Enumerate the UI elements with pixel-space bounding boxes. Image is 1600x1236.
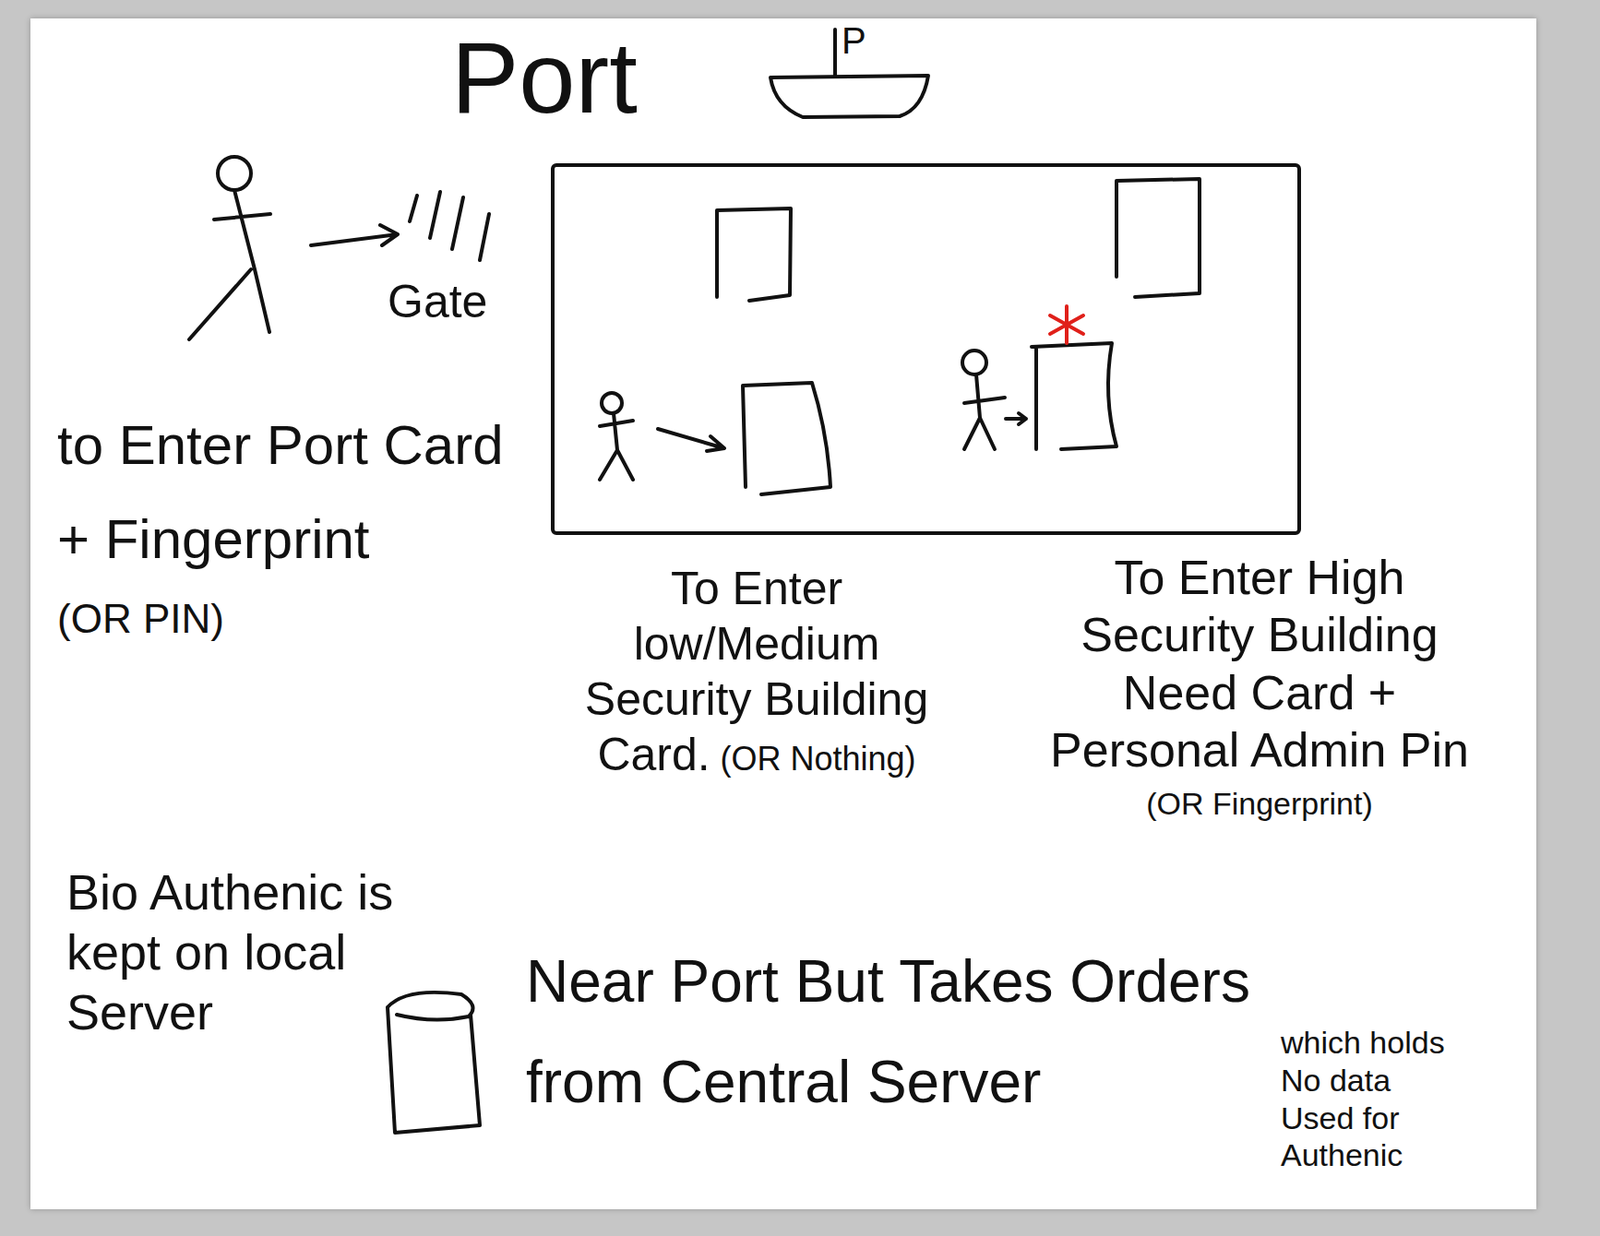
person-head [962,350,987,375]
port-entry-note-group: to Enter Port Card + Fingerprint (OR PIN) [57,398,519,645]
area-heading: Port [451,26,638,129]
walk-arrow [310,225,398,246]
server-note-group: Near Port But Takes Orders from Central … [525,931,1283,1134]
walk-arrow [1005,413,1027,425]
low-security-note-aside: (OR Nothing) [720,740,917,778]
server-icon [387,992,480,1134]
building [716,208,791,301]
port-area-box: Port [550,163,1302,536]
high-security-note-aside: (OR Fingerprint) [1033,785,1486,824]
port-entry-note: to Enter Port Card + Fingerprint [57,414,504,571]
high-security-note-group: To Enter High Security Building Need Car… [1033,549,1486,823]
server-note: Near Port But Takes Orders from Central … [525,948,1251,1116]
bio-note-group: Bio Authenic is kept on local Server [66,862,491,1042]
walk-arrow [657,429,725,452]
building [742,382,831,495]
gate-label: Gate [387,275,488,328]
person-head [217,156,251,191]
person-body [599,413,633,480]
gate-label-group: Gate [387,276,545,328]
central-server-note: which holds No data Used for Authenic [1280,1025,1445,1173]
person-head [601,393,622,414]
gate-symbol [409,191,490,261]
person-body [964,374,1005,450]
person-body [189,190,271,340]
ship-hull [770,75,929,118]
high-security-note: To Enter High Security Building Need Car… [1050,550,1469,777]
central-server-note-group: which holds No data Used for Authenic [1280,1024,1470,1175]
ship-mast [833,29,837,76]
flag-letter-group: P [841,20,897,61]
low-security-note-group: To Enter low/Medium Security Building Ca… [553,561,960,783]
alert-asterisk [1050,306,1084,344]
flag-letter: P [841,20,867,61]
port-entry-note-aside: (OR PIN) [57,592,519,645]
building [1116,179,1200,298]
bio-note: Bio Authenic is kept on local Server [66,864,394,1040]
high-security-building [1031,343,1117,450]
